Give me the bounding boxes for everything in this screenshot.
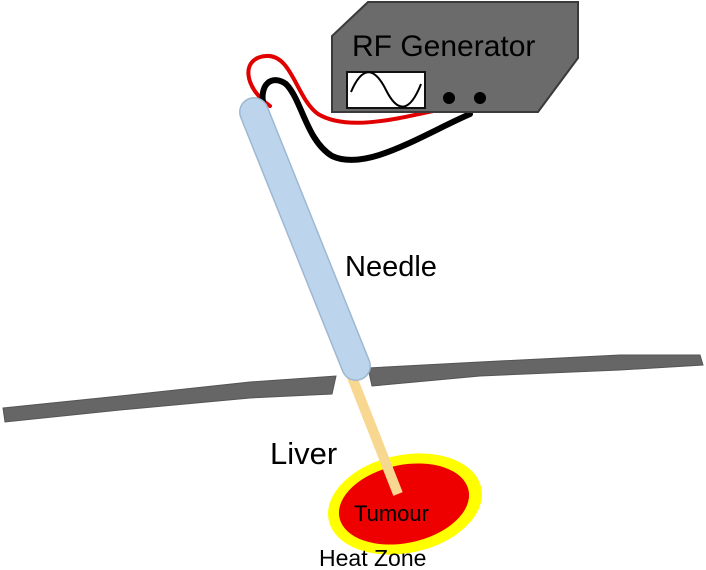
rf-generator: RF Generator [331,1,579,113]
indicator-dot-2 [474,92,486,104]
tumour-label: Tumour [354,501,429,526]
skin-line [2,354,704,423]
needle-tip [345,370,403,496]
ablation-target [328,453,482,555]
skin-line-right [367,354,704,387]
tumour [338,463,470,545]
heat-zone-label: Heat Zone [319,545,426,570]
liver-label: Liver [270,436,337,471]
sine-wave-icon [350,71,422,108]
needle-shaft-fill [240,98,370,380]
needle [239,97,403,496]
generator-label: RF Generator [352,30,535,63]
black-wire [259,77,473,163]
needle-label: Needle [345,251,437,283]
red-wire [246,53,440,125]
skin-line-left [2,375,337,423]
wires [246,53,473,163]
indicator-dot-1 [443,92,455,104]
